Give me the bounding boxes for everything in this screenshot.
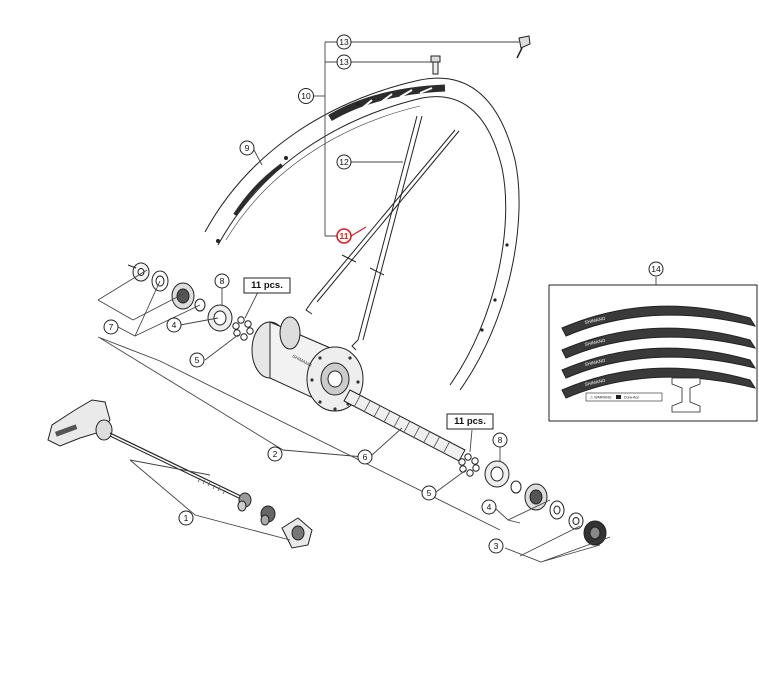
callout-5-left: 5 [189, 352, 205, 368]
leader-lines [97, 41, 657, 563]
svg-text:13: 13 [339, 57, 349, 67]
svg-text:4: 4 [487, 502, 492, 512]
callout-4-left: 4 [166, 317, 182, 333]
right-dust-cap [484, 460, 510, 488]
svg-text:12: 12 [339, 157, 349, 167]
callout-13-top: 13 [336, 34, 352, 50]
left-dust-cap [207, 304, 233, 332]
spoke-nipple-top [516, 35, 531, 59]
svg-text:11: 11 [340, 231, 349, 241]
left-locknut [127, 262, 150, 282]
decal-valve-sticker [671, 377, 701, 413]
decal-strip-3: SHIMANO [561, 347, 757, 379]
callout-14: 14 [648, 261, 664, 277]
callout-2: 2 [267, 446, 283, 462]
callout-7: 7 [103, 319, 119, 335]
quantity-label-left: 11 pcs. [243, 277, 291, 294]
decal-warning-text: ⚠ WARNING [590, 396, 612, 400]
callout-12: 12 [336, 154, 352, 170]
svg-text:5: 5 [195, 355, 200, 365]
decal-warning-label: ⚠ WARNING Dura-Ace [585, 392, 663, 402]
decal-strip-4: SHIMANO [561, 367, 757, 399]
callout-11-highlighted: 11 [336, 228, 352, 244]
quick-release-skewer [109, 432, 246, 502]
callout-4-right: 4 [481, 499, 497, 515]
left-cone [171, 282, 195, 310]
callout-8-left: 8 [214, 273, 230, 289]
right-ball-bearings [458, 453, 480, 477]
quantity-label-right: 11 pcs. [446, 413, 494, 430]
right-cone [524, 483, 548, 511]
right-spacer [549, 500, 565, 520]
svg-text:3: 3 [494, 541, 499, 551]
decal-strip-1: SHIMANO [561, 305, 757, 337]
svg-text:4: 4 [172, 320, 177, 330]
spoke-nipple-lower [430, 55, 441, 75]
decal-strip-2: SHIMANO [561, 327, 757, 359]
right-locknut [583, 520, 607, 546]
decal-warning-box-text: Dura-Ace [624, 396, 639, 400]
hub-body: SHIMANO [251, 316, 364, 412]
callout-6: 6 [357, 449, 373, 465]
callout-8-right: 8 [492, 432, 508, 448]
decal-brand-1: SHIMANO [584, 316, 606, 325]
callout-10: 10 [298, 88, 314, 104]
spokes [305, 115, 460, 351]
svg-text:8: 8 [220, 276, 225, 286]
right-washer [568, 512, 584, 530]
decal-brand-4: SHIMANO [584, 378, 606, 387]
svg-text:1: 1 [184, 513, 189, 523]
decal-set-box: SHIMANO SHIMANO SHIMANO SHIMANO ⚠ WARNIN… [548, 284, 758, 422]
svg-text:13: 13 [339, 37, 349, 47]
svg-text:8: 8 [498, 435, 503, 445]
svg-text:5: 5 [427, 488, 432, 498]
callout-5-right: 5 [421, 485, 437, 501]
left-ball-bearings [232, 316, 254, 341]
svg-text:6: 6 [363, 452, 368, 462]
svg-text:14: 14 [651, 264, 661, 274]
right-small-washer [510, 480, 522, 494]
svg-text:10: 10 [301, 91, 311, 101]
callout-13-lower: 13 [336, 54, 352, 70]
callout-3: 3 [488, 538, 504, 554]
decal-brand-2: SHIMANO [584, 338, 606, 347]
callout-1: 1 [178, 510, 194, 526]
callout-9: 9 [239, 140, 255, 156]
svg-text:7: 7 [109, 322, 114, 332]
rim [204, 77, 520, 391]
svg-text:11 pcs.: 11 pcs. [251, 280, 283, 291]
quick-release-springs [237, 492, 276, 526]
quick-release-lever [47, 399, 113, 447]
svg-text:11 pcs.: 11 pcs. [454, 416, 486, 427]
decal-brand-3: SHIMANO [584, 358, 606, 367]
svg-text:9: 9 [245, 143, 250, 153]
quick-release-nut [281, 517, 313, 549]
svg-text:2: 2 [273, 449, 278, 459]
